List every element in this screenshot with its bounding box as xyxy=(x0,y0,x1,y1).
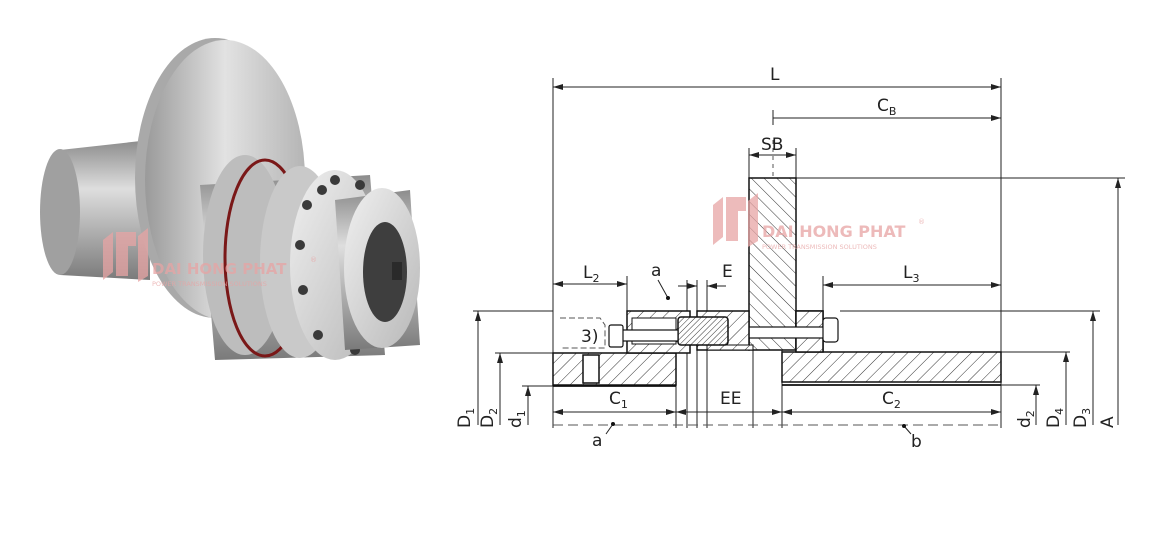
watermark-tagline: POWER TRANSMISSION SOLUTIONS xyxy=(152,280,267,288)
dim-d2: d2 xyxy=(1015,410,1037,428)
label-b: b xyxy=(911,432,922,452)
dim-EE: EE xyxy=(720,389,741,409)
dim-SB: SB xyxy=(761,135,783,155)
watermark-left: DAI HONG PHAT ® POWER TRANSMISSION SOLUT… xyxy=(103,228,317,288)
label-a-bottom: a xyxy=(592,431,602,451)
dim-E: E xyxy=(722,262,733,282)
dim-D1: D1 xyxy=(455,408,477,428)
watermark-brand: DAI HONG PHAT xyxy=(152,260,287,278)
dim-D4: D4 xyxy=(1044,408,1066,428)
dim-A: A xyxy=(1098,416,1118,428)
watermark-mark: ® xyxy=(310,256,317,264)
dim-L2: L2 xyxy=(583,263,599,285)
label-a-top: a xyxy=(651,261,661,281)
dim-L: L xyxy=(770,65,780,85)
dimension-labels: L CB SB L3 L2 a E 3) C1 EE C2 a b D1 D2 … xyxy=(455,65,1118,452)
dim-C2: C2 xyxy=(882,389,901,411)
dim-L3: L3 xyxy=(903,263,919,285)
dim-D2: D2 xyxy=(478,408,500,428)
watermark-brand: DAI HONG PHAT xyxy=(762,222,906,241)
dim-CB: CB xyxy=(877,96,896,118)
note-3: 3) xyxy=(581,327,598,347)
dim-C1: C1 xyxy=(609,389,628,411)
dim-d1: d1 xyxy=(506,410,528,428)
dim-D3: D3 xyxy=(1071,408,1093,428)
watermark-mark: ® xyxy=(918,218,925,226)
watermark-tagline: POWER TRANSMISSION SOLUTIONS xyxy=(762,243,877,251)
technical-drawing xyxy=(473,78,1125,435)
coupling-render xyxy=(40,38,420,360)
watermark-right: DAI HONG PHAT ® POWER TRANSMISSION SOLUT… xyxy=(713,193,925,251)
